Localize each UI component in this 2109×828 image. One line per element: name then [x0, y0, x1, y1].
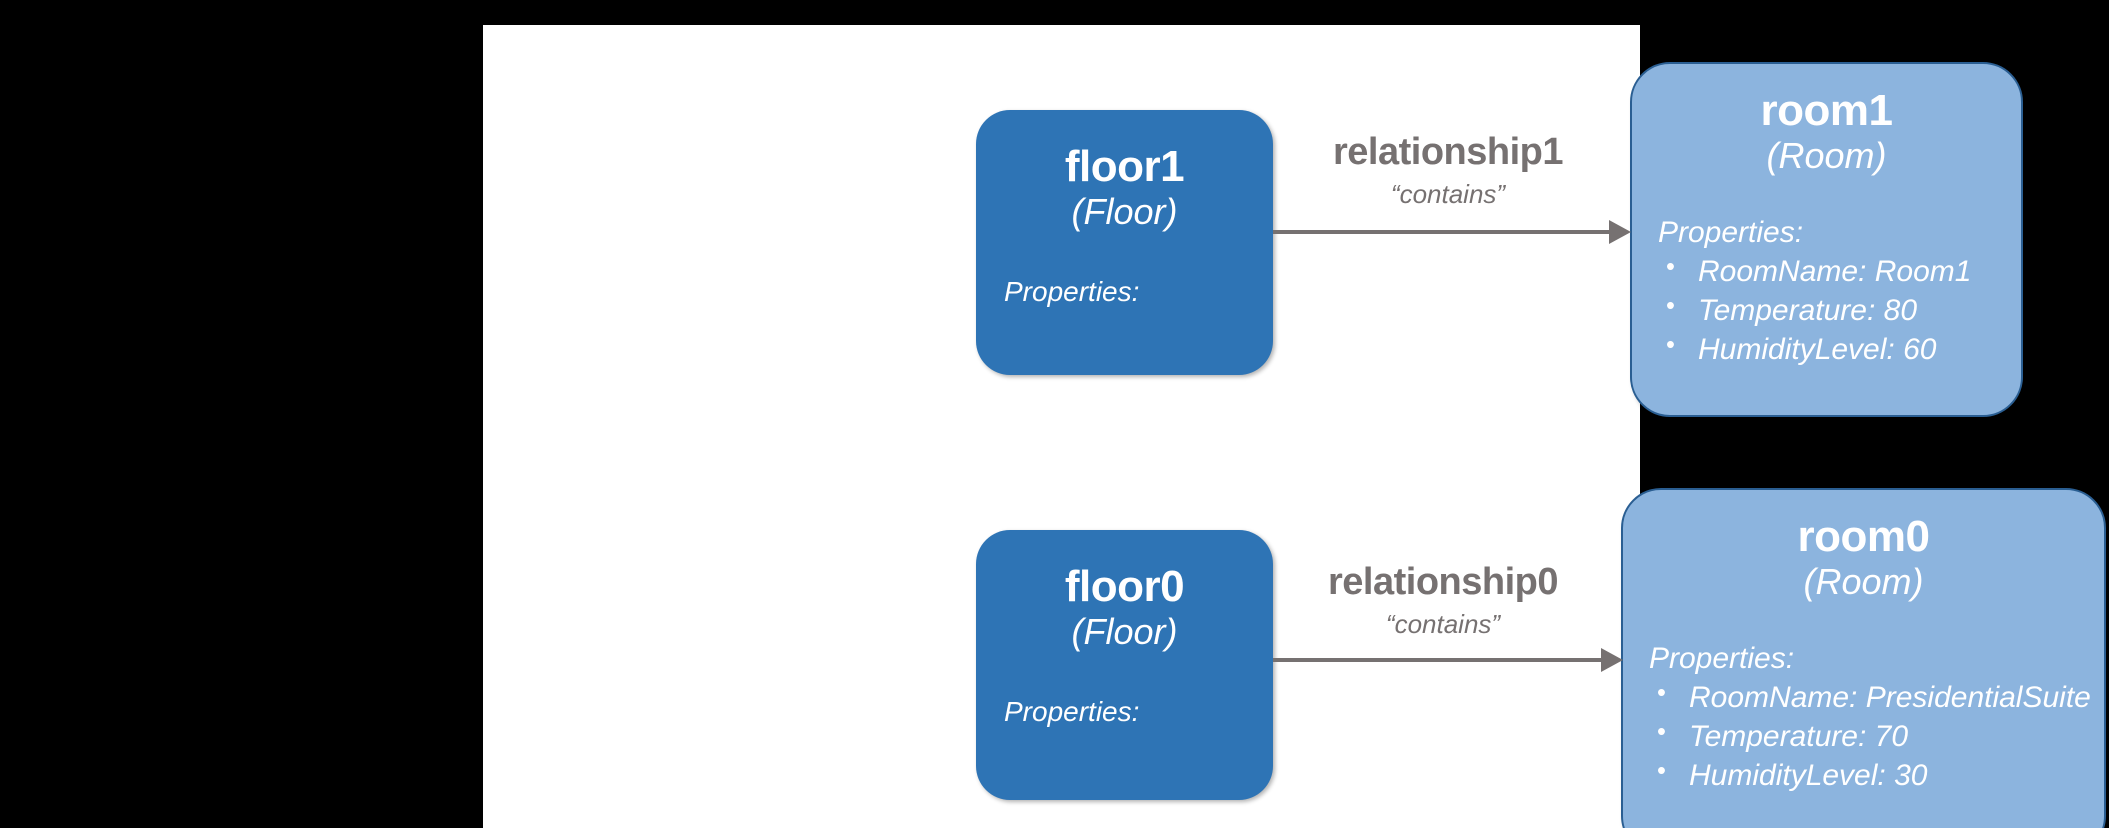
node-room0-title: room0: [1797, 512, 1930, 561]
edge-relationship0-name: relationship0: [1328, 561, 1559, 603]
node-floor1-properties-label: Properties:: [1004, 275, 1140, 307]
property-item: Temperature: 80: [1658, 290, 2021, 330]
edge-relationship1-line: [1273, 230, 1609, 234]
node-room0-properties-list: RoomName: PresidentialSuiteTemperature: …: [1649, 677, 2104, 795]
node-room1-properties-label: Properties:: [1658, 215, 1804, 249]
node-room0-properties-label: Properties:: [1649, 641, 1795, 675]
node-floor0-type: (Floor): [1071, 611, 1178, 653]
node-floor0[interactable]: floor0 (Floor) Properties:: [976, 530, 1273, 800]
node-room0[interactable]: room0 (Room) Properties: RoomName: Presi…: [1621, 488, 2106, 828]
node-floor0-properties-label: Properties:: [1004, 695, 1140, 727]
edge-relationship1-verb: “contains”: [1390, 178, 1506, 209]
node-room1-properties-list: RoomName: Room1Temperature: 80HumidityLe…: [1658, 251, 2021, 369]
arrow-head-icon: [1601, 648, 1623, 672]
node-room1-title: room1: [1760, 86, 1893, 135]
node-room1-type: (Room): [1766, 135, 1887, 177]
node-floor1-type: (Floor): [1071, 191, 1178, 233]
node-room1[interactable]: room1 (Room) Properties: RoomName: Room1…: [1630, 62, 2023, 417]
edge-relationship1-label: relationship1 “contains”: [1283, 131, 1613, 210]
node-floor1[interactable]: floor1 (Floor) Properties:: [976, 110, 1273, 375]
property-item: RoomName: PresidentialSuite: [1649, 677, 2104, 717]
property-item: HumidityLevel: 30: [1649, 755, 2104, 795]
arrow-head-icon: [1609, 220, 1631, 244]
node-floor1-title: floor1: [1064, 142, 1185, 191]
node-room0-type: (Room): [1803, 561, 1924, 603]
edge-relationship0-line: [1273, 658, 1601, 662]
property-item: Temperature: 70: [1649, 716, 2104, 756]
edge-relationship0-label: relationship0 “contains”: [1278, 561, 1608, 640]
property-item: HumidityLevel: 60: [1658, 329, 2021, 369]
property-item: RoomName: Room1: [1658, 251, 2021, 291]
edge-relationship0-verb: “contains”: [1385, 608, 1501, 639]
edge-relationship1-name: relationship1: [1333, 131, 1564, 173]
diagram-canvas: floor1 (Floor) Properties: room1 (Room) …: [483, 25, 2106, 828]
node-floor0-title: floor0: [1064, 562, 1185, 611]
